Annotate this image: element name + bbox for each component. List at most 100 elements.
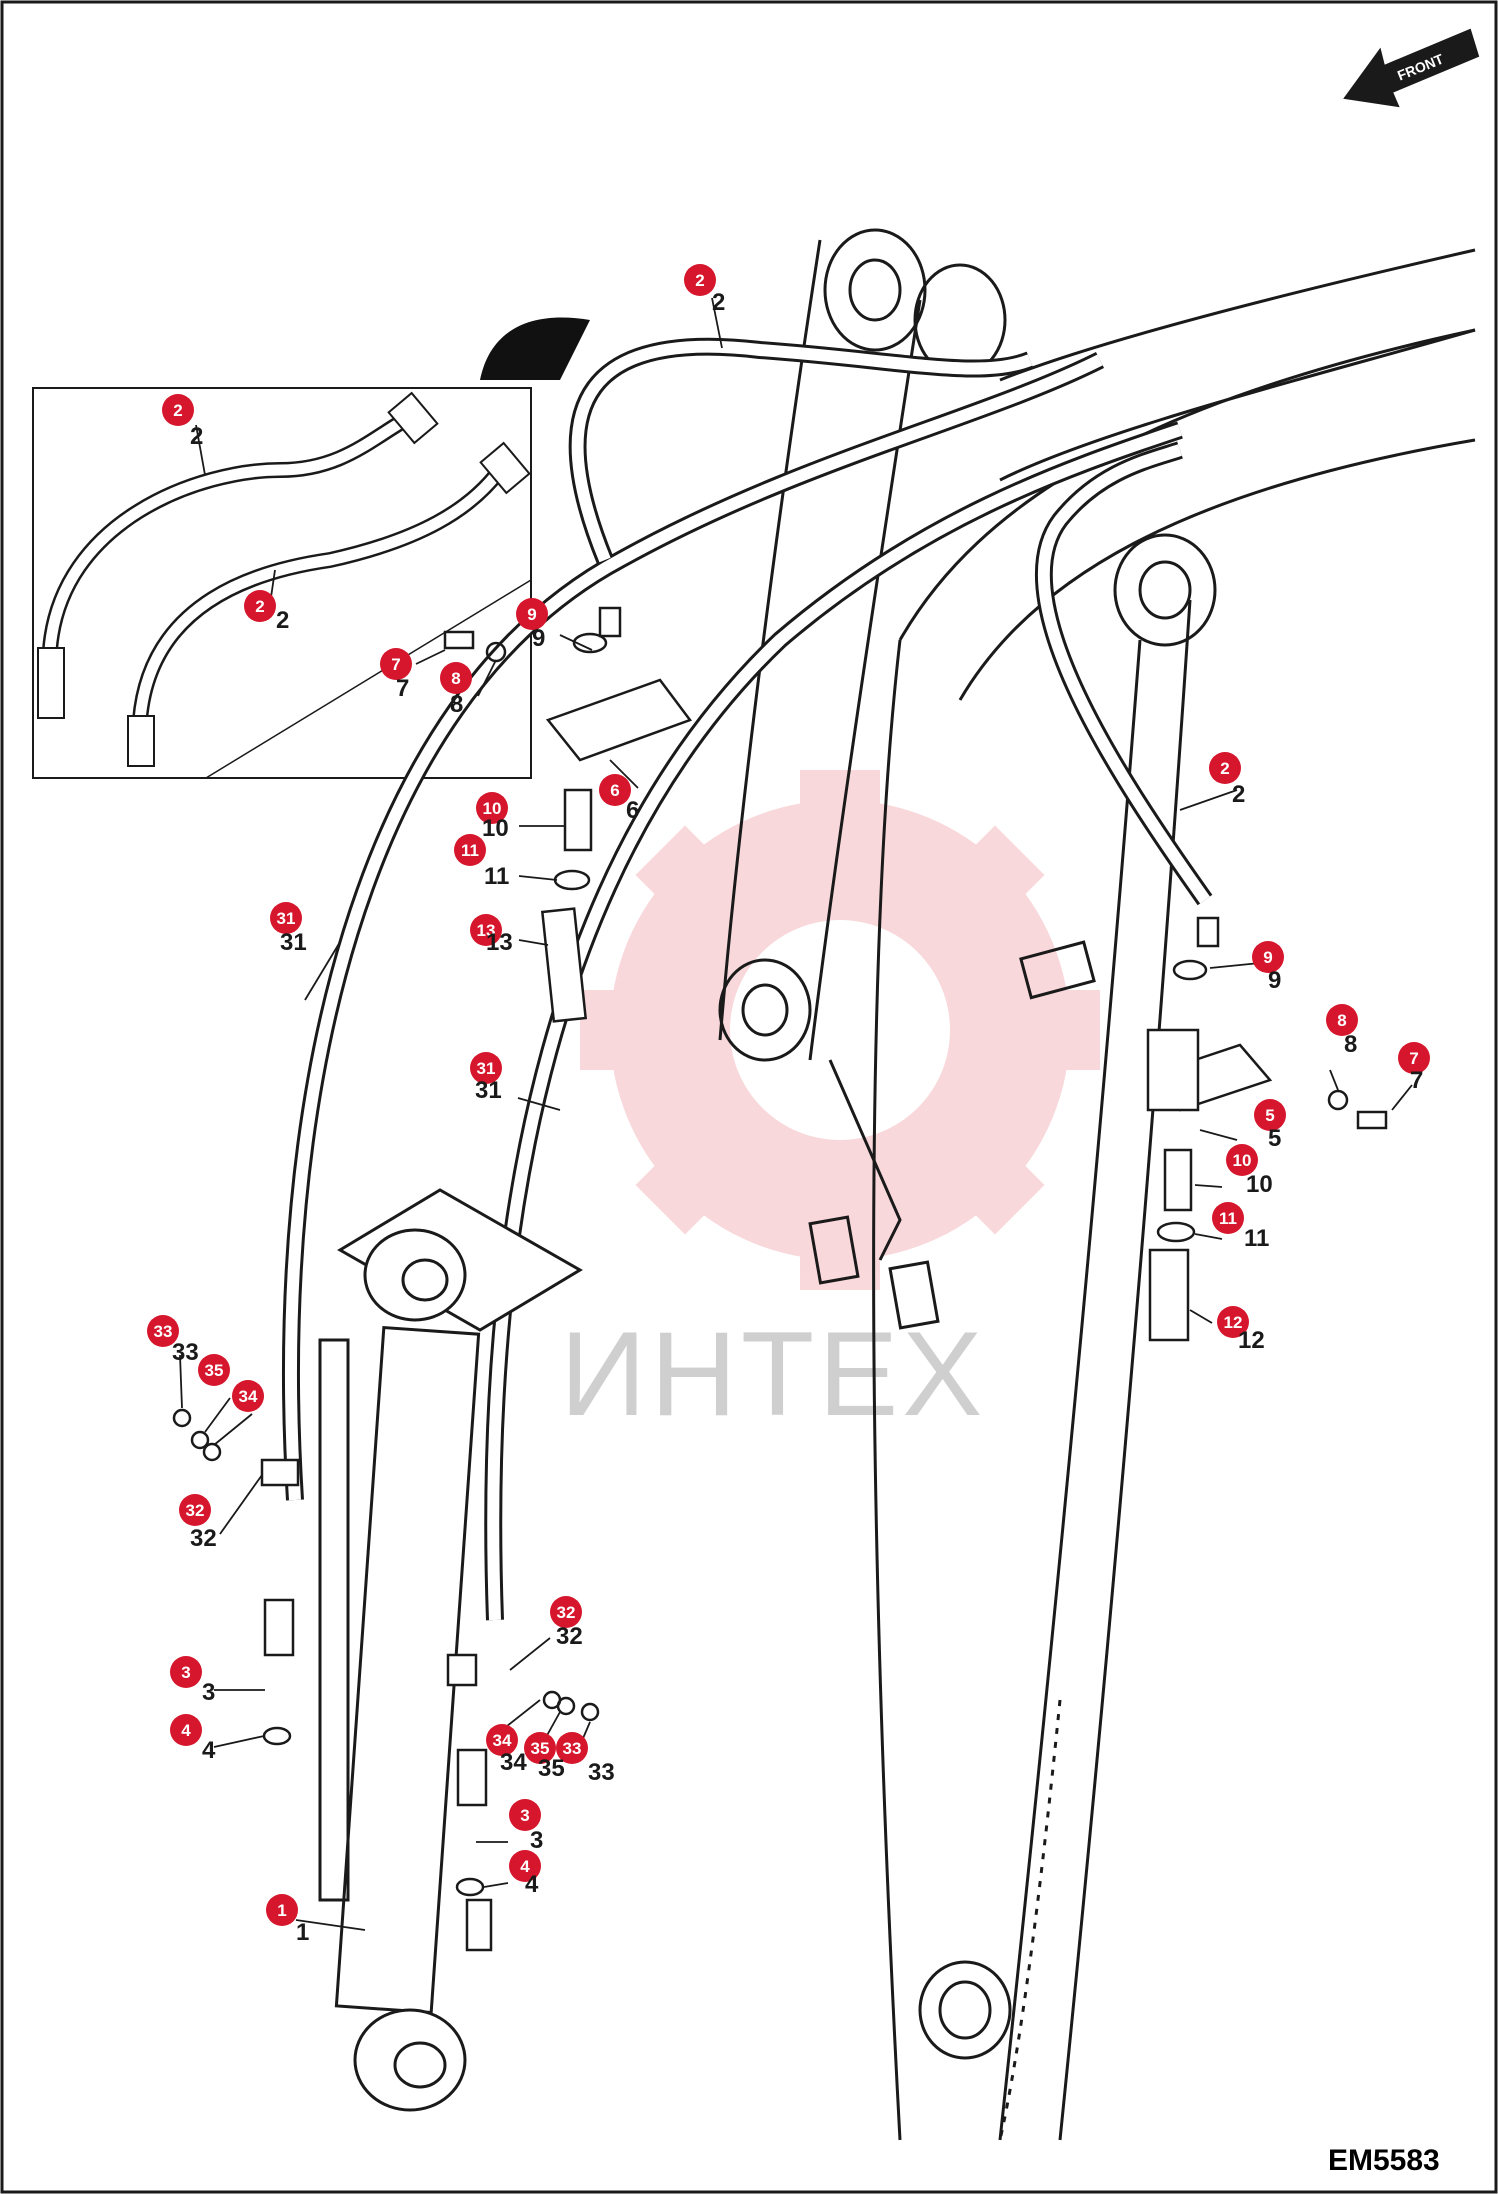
svg-text:5: 5 [1265, 1106, 1274, 1125]
svg-text:2: 2 [1232, 781, 1245, 808]
front-arrow-icon: FRONT [1343, 28, 1480, 108]
svg-text:3: 3 [530, 1827, 543, 1854]
svg-text:11: 11 [461, 841, 479, 860]
callout-8b[interactable]: 8 [1326, 1004, 1358, 1036]
callout-2a[interactable]: 2 [684, 264, 716, 296]
callout-32b[interactable]: 32 [550, 1596, 582, 1628]
svg-text:31: 31 [477, 1059, 496, 1078]
callout-2d[interactable]: 2 [1209, 752, 1241, 784]
callout-11b[interactable]: 11 [1212, 1202, 1244, 1234]
svg-text:11: 11 [1244, 1225, 1269, 1252]
svg-text:13: 13 [486, 929, 513, 956]
svg-text:2: 2 [190, 423, 203, 450]
svg-text:34: 34 [239, 1387, 258, 1406]
svg-text:2: 2 [276, 607, 289, 634]
svg-text:3: 3 [202, 1679, 215, 1706]
svg-text:2: 2 [173, 401, 182, 420]
svg-text:31: 31 [277, 909, 296, 928]
callout-5[interactable]: 5 [1254, 1099, 1286, 1131]
svg-text:8: 8 [1337, 1011, 1346, 1030]
svg-text:12: 12 [1224, 1313, 1243, 1332]
callout-32a[interactable]: 32 [179, 1494, 211, 1526]
svg-text:33: 33 [588, 1759, 615, 1786]
callout-34a[interactable]: 34 [232, 1380, 264, 1412]
watermark-text: ИНТЕХ [560, 1307, 986, 1441]
svg-text:35: 35 [538, 1755, 565, 1782]
callout-33a[interactable]: 33 [147, 1315, 179, 1347]
svg-text:9: 9 [532, 625, 545, 652]
svg-text:32: 32 [556, 1623, 583, 1650]
svg-text:11: 11 [484, 863, 509, 890]
callout-8a[interactable]: 8 [440, 662, 472, 694]
callout-34b[interactable]: 34 [486, 1724, 518, 1756]
callout-7b[interactable]: 7 [1398, 1042, 1430, 1074]
callout-2b[interactable]: 2 [162, 394, 194, 426]
svg-text:9: 9 [527, 605, 536, 624]
svg-text:1: 1 [277, 1901, 286, 1920]
svg-text:13: 13 [477, 921, 496, 940]
svg-text:2: 2 [695, 271, 704, 290]
callout-10a[interactable]: 10 [476, 792, 508, 824]
svg-text:10: 10 [1246, 1171, 1273, 1198]
callout-9b[interactable]: 9 [1252, 941, 1284, 973]
drawing-code: EM5583 [1328, 2144, 1440, 2177]
svg-text:33: 33 [563, 1739, 582, 1758]
svg-text:5: 5 [1268, 1125, 1281, 1152]
rubber-guard [480, 317, 590, 380]
callout-10b[interactable]: 10 [1226, 1144, 1258, 1176]
svg-text:33: 33 [172, 1339, 199, 1366]
svg-text:32: 32 [190, 1525, 217, 1552]
plain-labels: 2 2 2 2 9 9 7 7 8 8 6 5 10 10 11 11 13 1… [172, 289, 1423, 1946]
small-parts [172, 630, 1388, 1897]
svg-text:2: 2 [255, 597, 264, 616]
callout-4a[interactable]: 4 [170, 1714, 202, 1746]
svg-text:2: 2 [712, 289, 725, 316]
callout-11a[interactable]: 11 [454, 834, 486, 866]
svg-text:2: 2 [1220, 759, 1229, 778]
watermark-gear-icon [580, 770, 1100, 1290]
fittings [260, 606, 1273, 1952]
svg-text:34: 34 [493, 1731, 512, 1750]
callout-13[interactable]: 13 [470, 914, 502, 946]
callouts: 2 2 2 2 9 9 7 7 8 8 6 5 10 10 11 11 13 1… [147, 264, 1430, 1926]
svg-text:31: 31 [475, 1077, 502, 1104]
svg-text:4: 4 [525, 1871, 539, 1898]
callout-35b[interactable]: 35 [524, 1732, 556, 1764]
svg-text:6: 6 [626, 797, 639, 824]
leader-lines [179, 297, 1413, 1931]
svg-text:7: 7 [1409, 1049, 1418, 1068]
callout-31a[interactable]: 31 [270, 902, 302, 934]
callout-12[interactable]: 12 [1217, 1306, 1249, 1338]
callout-3a[interactable]: 3 [170, 1656, 202, 1688]
svg-text:35: 35 [531, 1739, 550, 1758]
svg-text:9: 9 [1263, 948, 1272, 967]
svg-text:35: 35 [205, 1361, 224, 1380]
svg-text:34: 34 [500, 1749, 527, 1776]
svg-text:11: 11 [1219, 1209, 1237, 1228]
svg-text:8: 8 [451, 669, 460, 688]
callout-3b[interactable]: 3 [509, 1799, 541, 1831]
svg-text:31: 31 [280, 929, 307, 956]
callout-9a[interactable]: 9 [516, 598, 548, 630]
svg-text:8: 8 [450, 691, 463, 718]
callout-33b[interactable]: 33 [556, 1732, 588, 1764]
callout-6[interactable]: 6 [599, 774, 631, 806]
svg-text:32: 32 [186, 1501, 205, 1520]
callout-1[interactable]: 1 [266, 1894, 298, 1926]
svg-text:10: 10 [482, 815, 509, 842]
callout-31b[interactable]: 31 [470, 1052, 502, 1084]
svg-text:12: 12 [1238, 1327, 1265, 1354]
svg-text:33: 33 [154, 1322, 173, 1341]
svg-text:4: 4 [181, 1721, 191, 1740]
callout-4b[interactable]: 4 [509, 1850, 541, 1882]
svg-text:8: 8 [1344, 1031, 1357, 1058]
callout-2c[interactable]: 2 [244, 590, 276, 622]
svg-text:4: 4 [202, 1737, 216, 1764]
callout-35a[interactable]: 35 [198, 1354, 230, 1386]
callout-7a[interactable]: 7 [380, 648, 412, 680]
svg-text:4: 4 [520, 1857, 530, 1876]
svg-text:10: 10 [483, 799, 502, 818]
svg-text:7: 7 [1410, 1067, 1423, 1094]
